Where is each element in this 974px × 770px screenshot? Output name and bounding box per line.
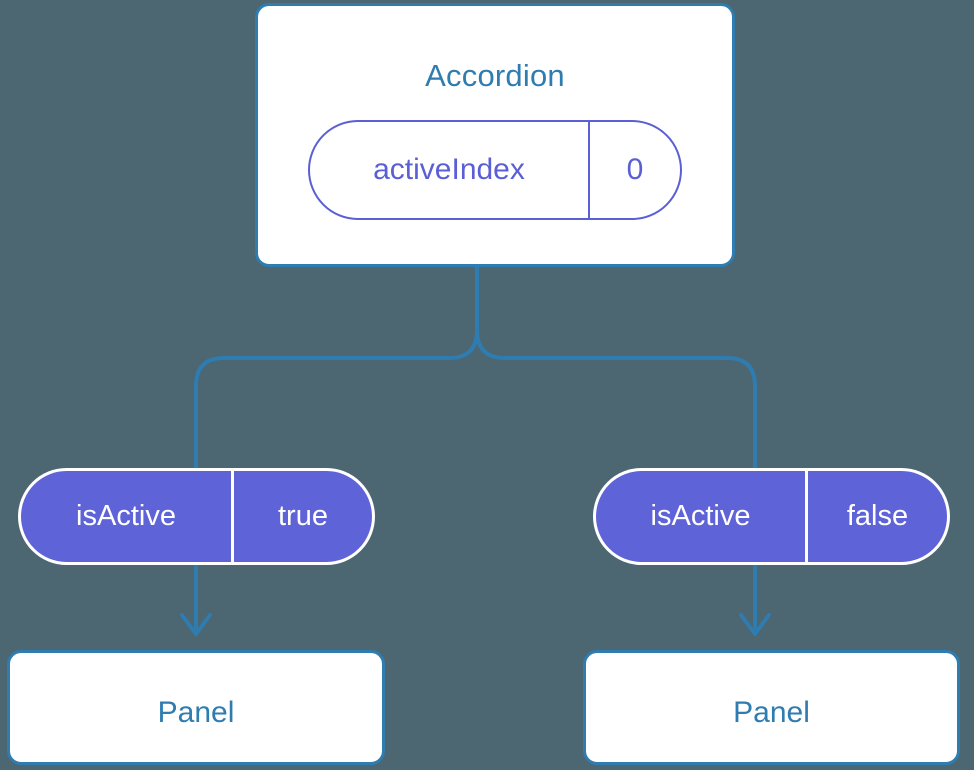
branch-line-right <box>475 265 757 470</box>
state-pill-is-active-true[interactable]: isActive true <box>18 468 375 565</box>
state-key-active-index: activeIndex <box>310 122 590 218</box>
accordion-title: Accordion <box>425 58 565 93</box>
state-pill-is-active-false[interactable]: isActive false <box>593 468 950 565</box>
state-key-is-active-left: isActive <box>21 471 234 562</box>
branch-line-left <box>194 265 479 470</box>
arrow-head-left <box>180 613 212 636</box>
state-key-is-active-right: isActive <box>596 471 808 562</box>
state-value-active-index: 0 <box>626 153 644 186</box>
arrow-head-right <box>739 613 771 636</box>
panel-title-right: Panel <box>733 696 810 729</box>
state-value-is-active-left: true <box>278 500 328 532</box>
state-value-is-active-right: false <box>846 500 909 532</box>
panel-title-left: Panel <box>157 696 235 729</box>
state-pill-active-index[interactable]: activeIndex 0 <box>308 120 682 220</box>
panel-component-card-right[interactable]: Panel <box>583 650 960 765</box>
panel-component-card-left[interactable]: Panel <box>7 650 385 765</box>
